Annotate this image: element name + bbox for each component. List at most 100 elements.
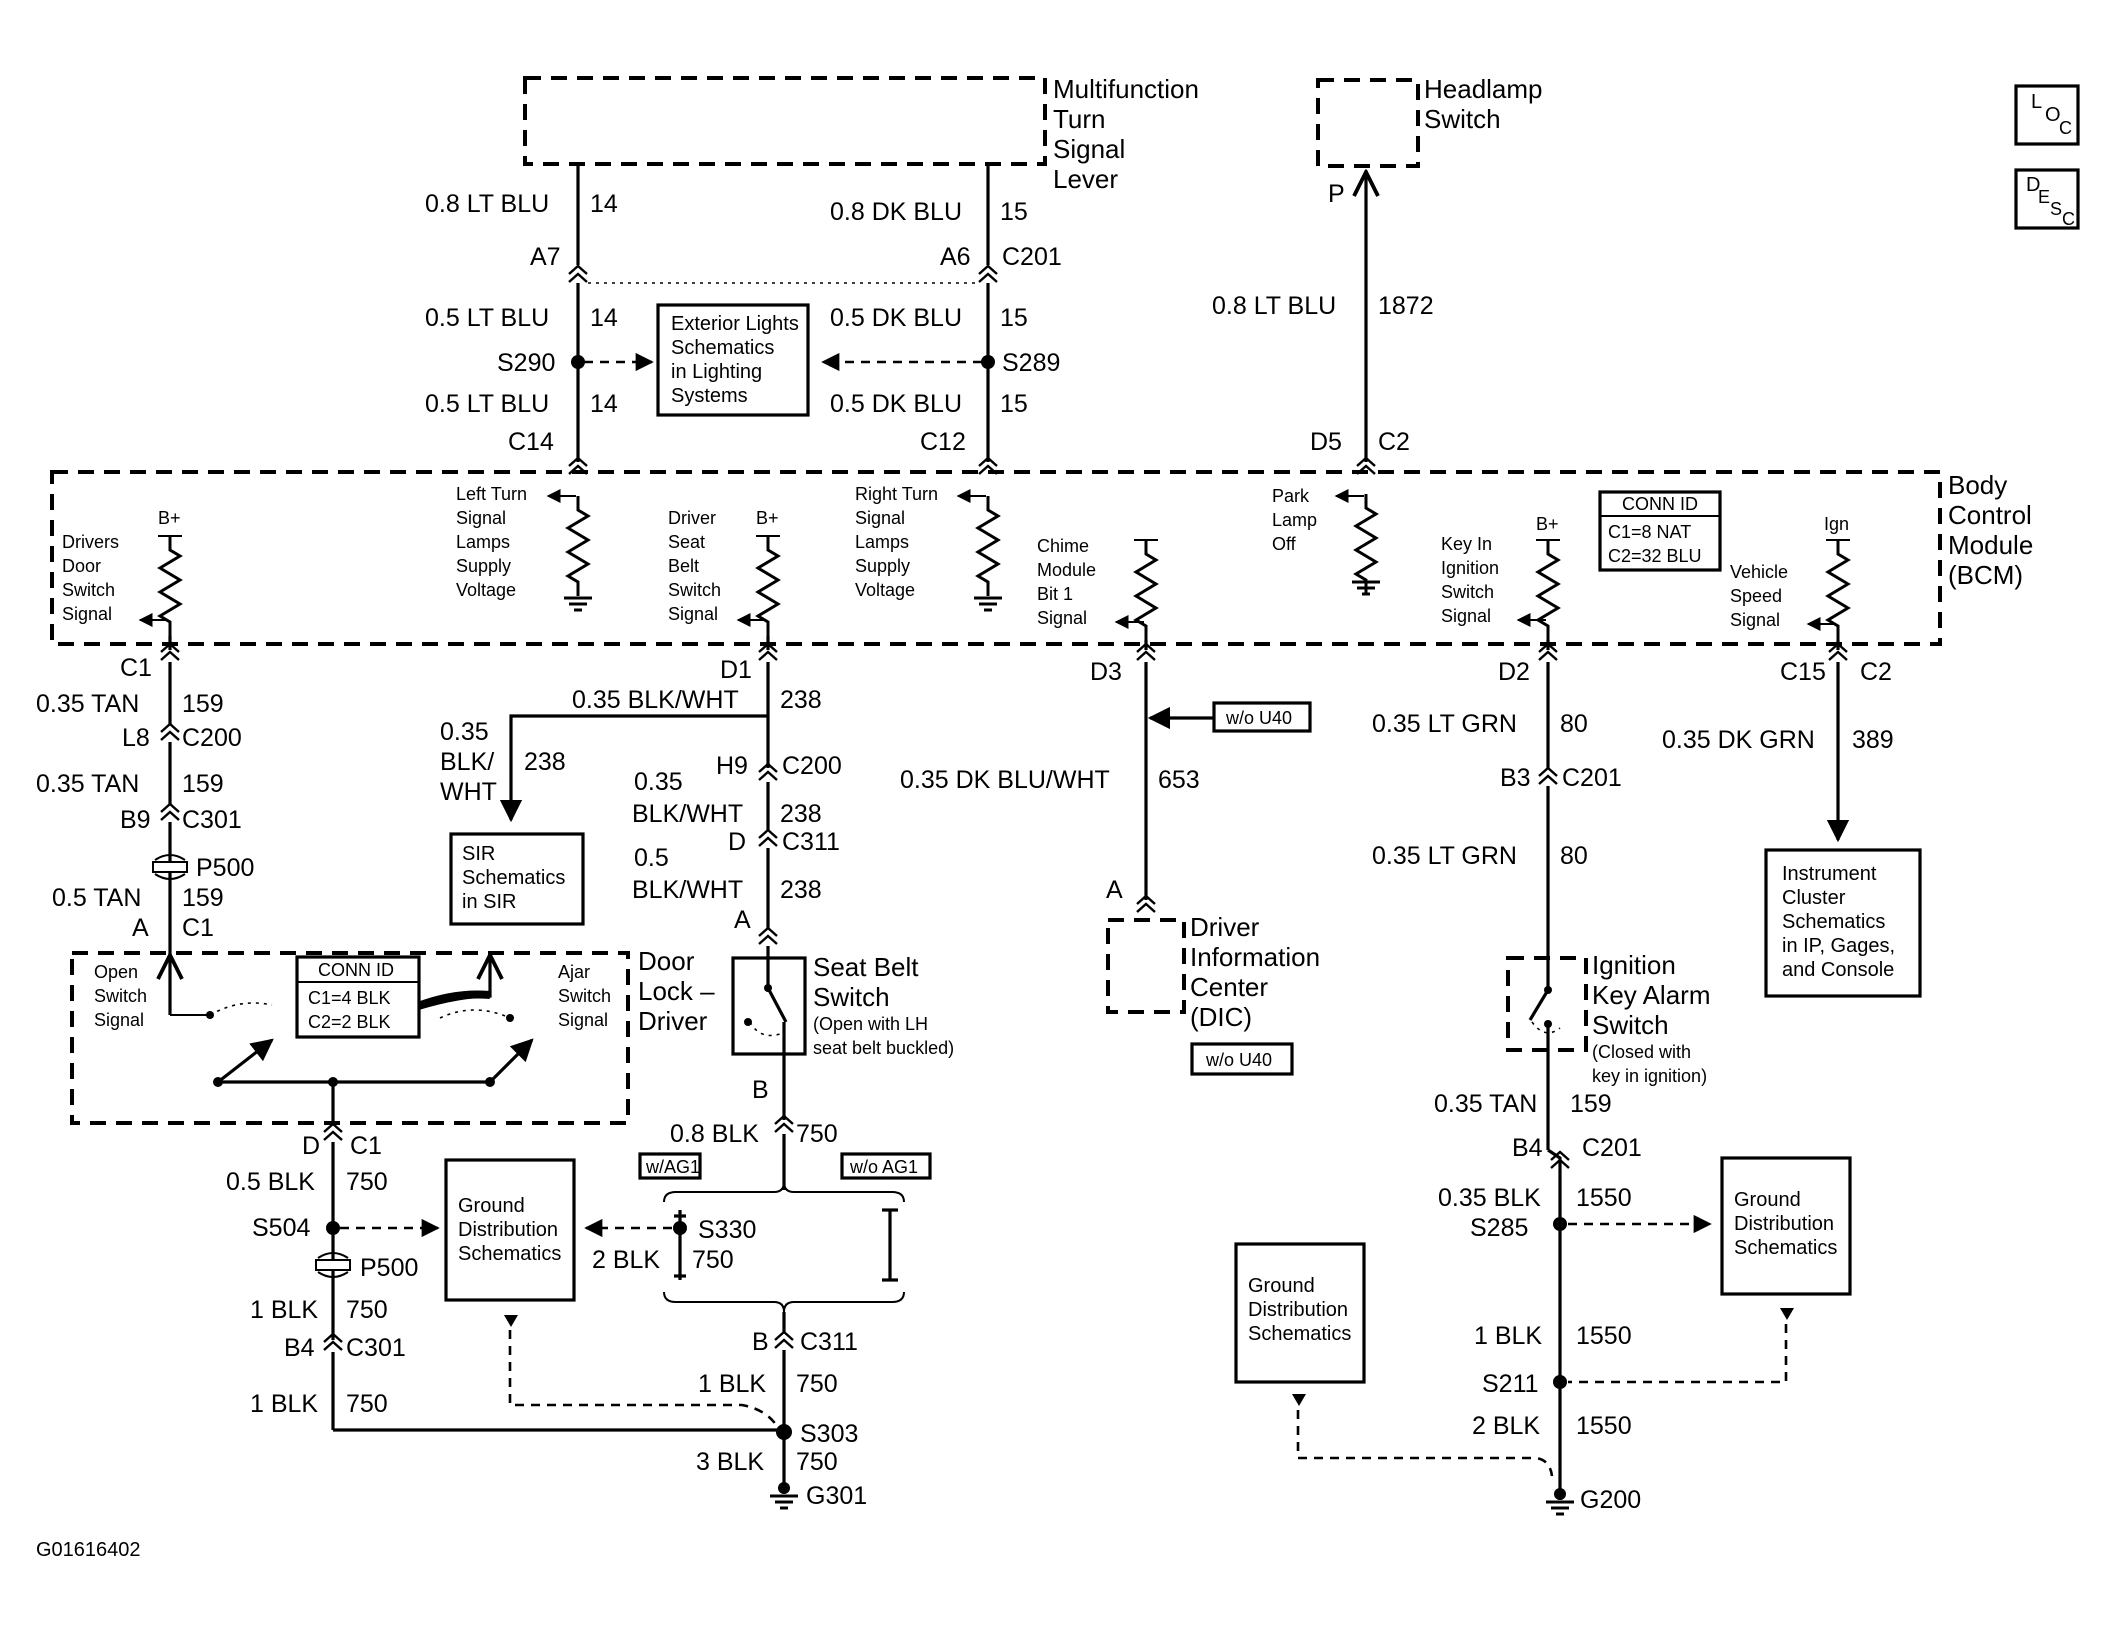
svg-text:Supply: Supply — [456, 556, 511, 576]
svg-text:C: C — [2059, 118, 2072, 138]
svg-text:CONN ID: CONN ID — [318, 960, 394, 980]
svg-text:C1=4 BLK: C1=4 BLK — [308, 988, 391, 1008]
wire-238-sir-circuit: 238 — [524, 748, 566, 776]
svg-text:L: L — [2031, 91, 2042, 113]
wo-u40-option-box-2 — [1190, 1042, 1294, 1076]
svg-text:Distribution: Distribution — [1734, 1213, 1834, 1235]
wire-238-sir-size: 0.35 BLK/ WHT — [440, 718, 497, 806]
wire-14c-size: 0.5 LT BLU — [425, 390, 549, 418]
desc-icon[interactable]: D E S C — [2014, 168, 2080, 230]
svg-text:B+: B+ — [756, 508, 779, 528]
inline-connector-p500-b — [315, 1252, 351, 1278]
instrument-cluster-reference-box[interactable] — [1764, 848, 1922, 998]
svg-text:Seat Belt: Seat Belt — [813, 952, 919, 982]
wire-15c-circuit: 15 — [1000, 390, 1028, 418]
wire-1550c-size: 2 BLK — [1472, 1412, 1540, 1440]
wire-14b-size: 0.5 LT BLU — [425, 304, 549, 332]
wire-750a-size: 0.5 BLK — [226, 1168, 315, 1196]
svg-text:seat belt buckled): seat belt buckled) — [813, 1038, 954, 1058]
svg-text:E: E — [2038, 187, 2050, 207]
connector-c201-ign: C201 — [1582, 1134, 1642, 1162]
wire-750e-size: 2 BLK — [592, 1246, 660, 1274]
svg-text:C2=32 BLU: C2=32 BLU — [1608, 546, 1702, 566]
svg-text:Cluster: Cluster — [1782, 887, 1846, 909]
svg-text:WHT: WHT — [440, 778, 497, 806]
wire-750d-circuit: 750 — [796, 1120, 838, 1148]
chime-module-input: Chime Module Bit 1 Signal — [1037, 536, 1158, 650]
wire-80b-circuit: 80 — [1560, 842, 1588, 870]
wire-238c-size: 0.5 BLK/WHT — [632, 844, 743, 904]
wire-750d-size: 0.8 BLK — [670, 1120, 759, 1148]
svg-text:Open: Open — [94, 962, 138, 982]
wire-750f-size: 1 BLK — [698, 1370, 766, 1398]
pin-b4-ign: B4 — [1512, 1134, 1543, 1162]
svg-text:Ignition: Ignition — [1441, 558, 1499, 578]
svg-text:Switch: Switch — [1592, 1010, 1669, 1040]
wire-80a-circuit: 80 — [1560, 710, 1588, 738]
svg-text:Park: Park — [1272, 486, 1310, 506]
wire-1550c-circuit: 1550 — [1576, 1412, 1632, 1440]
svg-text:Schematics: Schematics — [1248, 1323, 1351, 1345]
vehicle-speed-input: Ign Vehicle Speed Signal — [1730, 514, 1850, 650]
pin-c1-door: C1 — [120, 654, 152, 682]
svg-text:Information: Information — [1190, 942, 1320, 972]
svg-text:Driver: Driver — [1190, 912, 1260, 942]
splice-s285: S285 — [1470, 1214, 1528, 1242]
svg-text:Signal: Signal — [558, 1010, 608, 1030]
svg-text:Switch: Switch — [668, 580, 721, 600]
wire-750b-circuit: 750 — [346, 1296, 388, 1324]
wire-750c-size: 1 BLK — [250, 1390, 318, 1418]
p500-b-label: P500 — [360, 1254, 418, 1282]
svg-text:Signal: Signal — [94, 1010, 144, 1030]
wire-15-size: 0.8 DK BLU — [830, 198, 962, 226]
loc-icon[interactable]: L O C — [2014, 84, 2080, 146]
ground-distribution-reference-3[interactable] — [1234, 1242, 1366, 1384]
door-connector-id-text: CONN ID C1=4 BLK C2=2 BLK — [308, 960, 394, 1032]
pin-b9: B9 — [120, 806, 151, 834]
pin-c14: C14 — [508, 428, 554, 456]
wo-u40-label-1: w/o U40 — [1225, 708, 1292, 728]
ground-g200: G200 — [1580, 1486, 1641, 1514]
wire-238a-circuit: 238 — [780, 686, 822, 714]
connector-c301-door: C301 — [346, 1334, 406, 1362]
pin-a6: A6 — [940, 243, 971, 271]
wire-1550a-circuit: 1550 — [1576, 1184, 1632, 1212]
svg-text:Ignition: Ignition — [1592, 950, 1676, 980]
wire-15b-circuit: 15 — [1000, 304, 1028, 332]
ground-distribution-reference-1[interactable] — [444, 1158, 576, 1302]
connector-c2-headlamp: C2 — [1378, 428, 1410, 456]
svg-text:Ajar: Ajar — [558, 962, 590, 982]
svg-text:Systems: Systems — [671, 385, 748, 407]
pin-d3: D3 — [1090, 658, 1122, 686]
exterior-lights-reference-box[interactable] — [656, 303, 810, 417]
wo-ag1-option-box — [840, 1152, 932, 1180]
wire-159a-size: 0.35 TAN — [36, 690, 139, 718]
seat-belt-switch-title: Seat Belt Switch — [813, 952, 919, 1012]
pin-d-door-ground: D — [302, 1132, 320, 1160]
svg-text:Lamp: Lamp — [1272, 510, 1317, 530]
pin-a7: A7 — [530, 243, 561, 271]
wire-159c-circuit: 159 — [182, 884, 224, 912]
svg-text:Module: Module — [1948, 530, 2033, 560]
svg-text:Schematics: Schematics — [1782, 911, 1885, 933]
bcm-connector-id-text: CONN ID C1=8 NAT C2=32 BLU — [1608, 494, 1702, 566]
ground-distribution-reference-2[interactable] — [1720, 1156, 1852, 1296]
svg-text:Signal: Signal — [456, 508, 506, 528]
svg-text:key in ignition): key in ignition) — [1592, 1066, 1707, 1086]
svg-text:Ground: Ground — [458, 1195, 525, 1217]
wire-1550b-size: 1 BLK — [1474, 1322, 1542, 1350]
splice-s303: S303 — [800, 1420, 858, 1448]
sir-reference-text: SIR Schematics in SIR — [462, 843, 565, 913]
pin-b3: B3 — [1500, 764, 1531, 792]
wire-1550a-size: 0.35 BLK — [1438, 1184, 1541, 1212]
seat-belt-switch-note: (Open with LH seat belt buckled) — [813, 1014, 954, 1058]
wire-238a-size: 0.35 BLK/WHT — [572, 686, 739, 714]
wo-u40-label-2: w/o U40 — [1205, 1050, 1272, 1070]
sir-reference-box[interactable] — [449, 832, 585, 926]
wire-653-size: 0.35 DK BLU/WHT — [900, 766, 1110, 794]
connector-c1-door: C1 — [182, 914, 214, 942]
svg-text:Switch: Switch — [94, 986, 147, 1006]
svg-text:Center: Center — [1190, 972, 1268, 1002]
ground-distribution-text-1: Ground Distribution Schematics — [458, 1195, 561, 1265]
